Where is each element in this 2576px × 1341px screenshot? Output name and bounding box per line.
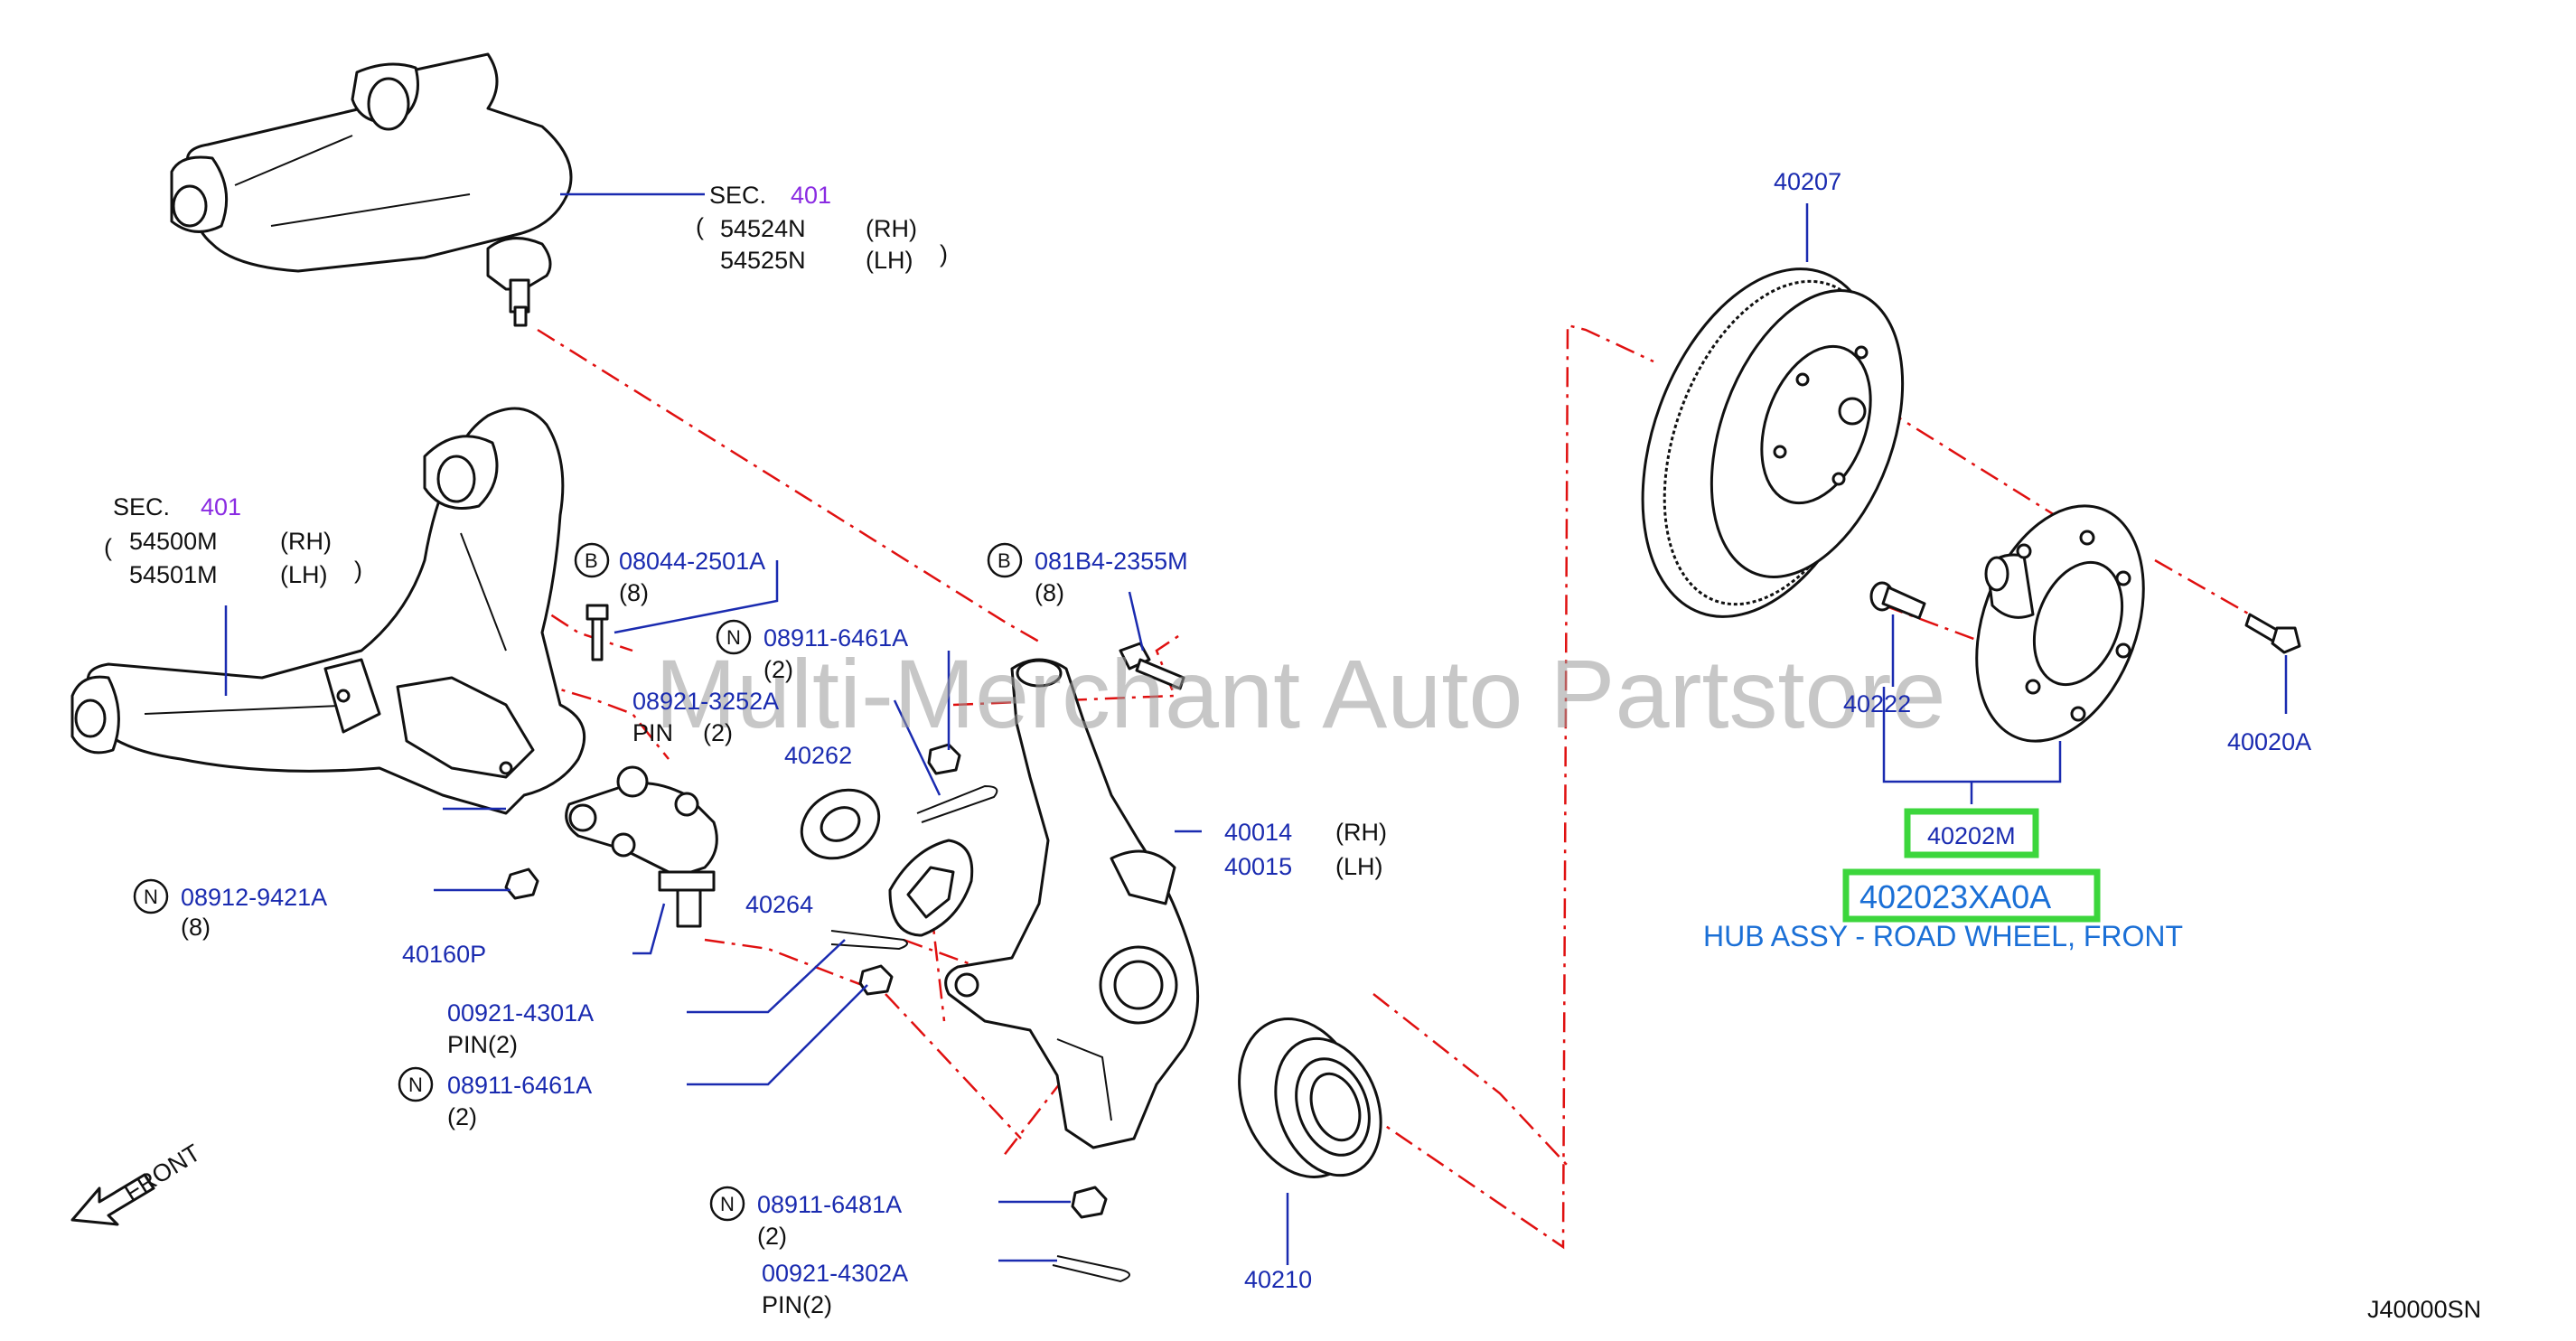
paren-right: ) [940,240,948,267]
hub-part-number[interactable]: 402023XA0A [1859,878,2051,915]
callout-081B4-2355M[interactable]: B 081B4-2355M (8) [987,542,1188,606]
front-arrow-icon [70,1173,155,1226]
highlight-box [1904,808,2039,858]
part-kind: PIN [632,719,673,746]
bolt-badge-letter: B [585,549,598,572]
callout-40202M[interactable]: 40202M [1904,808,2039,858]
part-code[interactable]: 08911-6461A [763,624,908,652]
lower-sec-number[interactable]: 401 [201,493,241,520]
nut-badge-letter: N [720,1193,735,1215]
nut-08912-graphic [504,867,539,900]
hub-assy-graphic [1975,504,2145,743]
knuckle-lh-code[interactable]: 40015 [1224,853,1292,880]
lower-control-arm [70,407,586,815]
part-kind: PIN(2) [762,1291,832,1318]
nut-badge-icon [398,1066,434,1102]
part-code[interactable]: 08044-2501A [619,548,765,575]
callout-40264[interactable]: 40264 [745,891,813,918]
leader-lines [224,192,2288,1265]
callout-40262[interactable]: 40262 [784,742,852,769]
bolt-081B4-graphic [1119,642,1185,690]
paren-left: ( [696,213,704,240]
wheel-stud-40222 [1869,581,1926,620]
part-code[interactable]: 081B4-2355M [1035,548,1188,575]
part-code[interactable]: 00921-4301A [447,999,594,1027]
part-qty: (8) [619,579,649,606]
bolt-badge-letter: B [998,549,1011,572]
knuckle-rh-side: (RH) [1335,819,1387,846]
nut-badge-icon [133,878,169,914]
lower-sec-label: SEC. [113,493,170,520]
seal-40264-graphic [888,839,974,937]
upper-arm-lh-side: (LH) [866,247,913,274]
nut-badge-letter: N [408,1074,423,1096]
part-code[interactable]: 08912-9421A [181,884,327,911]
nut-badge-letter: N [144,886,158,908]
cotter-pins [830,784,1130,1283]
callout-08044-2501A[interactable]: B 08044-2501A (8) [574,542,765,606]
highlight-box [1842,868,2101,923]
part-code[interactable]: 40202M [1927,822,2016,849]
part-qty: (2) [703,719,733,746]
callout-08911-6461A-top[interactable]: N 08911-6461A (2) [716,619,908,683]
lower-arm-rh-code[interactable]: 54500M [129,528,218,555]
part-code[interactable]: 00921-4302A [762,1260,908,1287]
callout-40160P[interactable]: 40160P [402,941,486,968]
paren-left: ( [104,534,112,561]
bolt-badge-icon [987,542,1023,578]
bolt-08044-graphic [585,604,609,661]
knuckle-lh-side: (LH) [1335,853,1383,880]
callout-knuckle[interactable]: 40014 (RH) 40015 (LH) [1224,819,1387,880]
upper-arm-section-callout[interactable]: SEC. 401 ( 54524N (RH) 54525N (LH) ) [696,182,948,274]
bolt-badge-icon [574,542,610,578]
part-qty: (8) [1035,579,1064,606]
hub-description: HUB ASSY - ROAD WHEEL, FRONT [1703,920,2183,952]
callout-40207[interactable]: 40207 [1774,168,1841,195]
callout-08921-3252A[interactable]: 08921-3252A PIN (2) [632,688,779,746]
knuckle-rh-code[interactable]: 40014 [1224,819,1292,846]
wheel-bearing-40210 [1238,1017,1382,1178]
ball-joint-40160P [565,765,718,928]
callout-hub-part-number[interactable]: 402023XA0A [1842,868,2101,923]
part-qty: (2) [757,1223,787,1250]
part-qty: (8) [181,914,211,941]
part-qty: (2) [763,656,793,683]
lower-arm-rh-side: (RH) [280,528,332,555]
callout-08911-6461A-bottom[interactable]: N 08911-6461A (2) [398,1066,592,1130]
washer-40262-graphic [800,788,881,860]
paren-right: ) [354,557,362,584]
part-kind: PIN(2) [447,1031,518,1058]
callout-08911-6481A[interactable]: N 08911-6481A (2) [709,1186,902,1250]
lower-arm-section-callout[interactable]: SEC. 401 ( 54500M (RH) 54501M (LH) ) [104,493,362,588]
upper-control-arm [170,52,573,327]
front-label: FRONT [119,1139,205,1206]
upper-sec-number[interactable]: 401 [791,182,831,209]
nut-badge-icon [716,619,752,655]
nut-badge-icon [709,1186,745,1222]
lower-arm-lh-code[interactable]: 54501M [129,561,218,588]
upper-sec-label: SEC. [709,182,766,209]
callout-40222[interactable]: 40222 [1843,690,1911,717]
upper-arm-rh-code[interactable]: 54524N [720,215,806,242]
lower-arm-lh-side: (LH) [280,561,328,588]
part-qty: (2) [447,1103,477,1130]
callout-00921-4302A[interactable]: 00921-4302A PIN(2) [762,1260,908,1318]
watermark: Multi-Merchant Auto Partstore [655,639,1946,748]
part-code[interactable]: 08911-6481A [757,1191,902,1218]
callout-40020A[interactable]: 40020A [2227,728,2311,755]
steering-knuckle [944,658,1200,1149]
callout-00921-4301A[interactable]: 00921-4301A PIN(2) [447,999,594,1058]
hub-nut-40020A [2244,613,2301,654]
upper-arm-rh-side: (RH) [866,215,917,242]
diagram-code: J40000SN [2367,1296,2481,1323]
part-code[interactable]: 08911-6461A [447,1072,592,1099]
brake-rotor-40207 [1641,267,1905,618]
nut-08911-graphic [858,743,1108,1219]
upper-arm-lh-code[interactable]: 54525N [720,247,806,274]
part-code[interactable]: 08921-3252A [632,688,779,715]
nut-badge-letter: N [726,626,741,649]
callout-08912-9421A[interactable]: N 08912-9421A (8) [133,878,327,941]
callout-40210[interactable]: 40210 [1244,1266,1312,1293]
